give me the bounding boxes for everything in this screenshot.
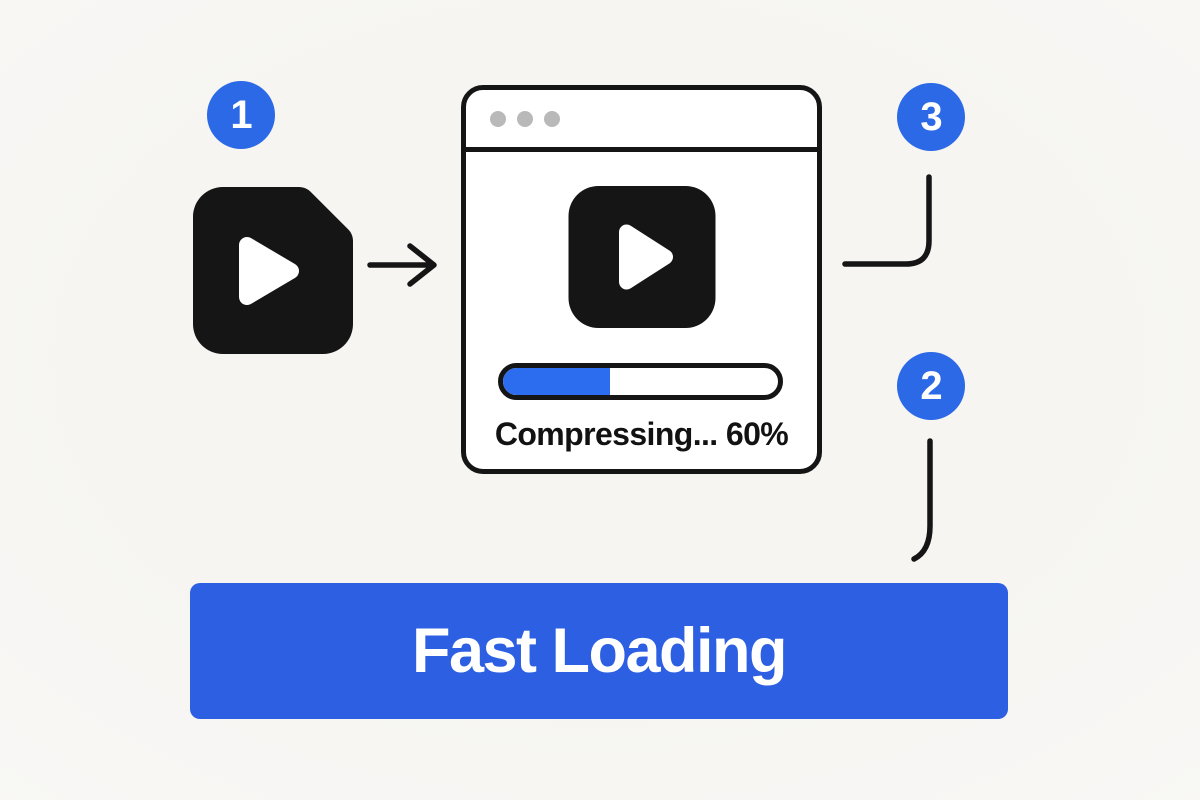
connector-step-3 bbox=[842, 174, 932, 267]
step-badge-1: 1 bbox=[207, 81, 275, 149]
play-triangle-icon bbox=[239, 237, 299, 305]
progress-bar bbox=[498, 363, 783, 400]
connector-step-2 bbox=[911, 438, 933, 562]
progress-fill bbox=[503, 368, 611, 395]
window-titlebar bbox=[466, 90, 817, 152]
window-control-dot-icon bbox=[517, 110, 533, 127]
window-content: Compressing... 60% bbox=[466, 152, 817, 469]
browser-window: Compressing... 60% bbox=[461, 85, 822, 474]
right-arrow-icon bbox=[367, 243, 437, 287]
step-number-2: 2 bbox=[920, 363, 942, 408]
step-badge-3: 3 bbox=[897, 83, 965, 151]
step-number-1: 1 bbox=[230, 92, 252, 137]
video-play-icon bbox=[568, 186, 715, 328]
step-badge-2: 2 bbox=[897, 352, 965, 420]
progress-label: Compressing... 60% bbox=[494, 416, 789, 452]
window-control-dot-icon bbox=[544, 110, 560, 127]
window-control-dot-icon bbox=[490, 110, 506, 127]
video-file-icon bbox=[193, 187, 353, 354]
play-triangle-icon bbox=[618, 224, 673, 290]
step-number-3: 3 bbox=[920, 94, 942, 139]
fast-loading-button: Fast Loading bbox=[190, 583, 1008, 719]
